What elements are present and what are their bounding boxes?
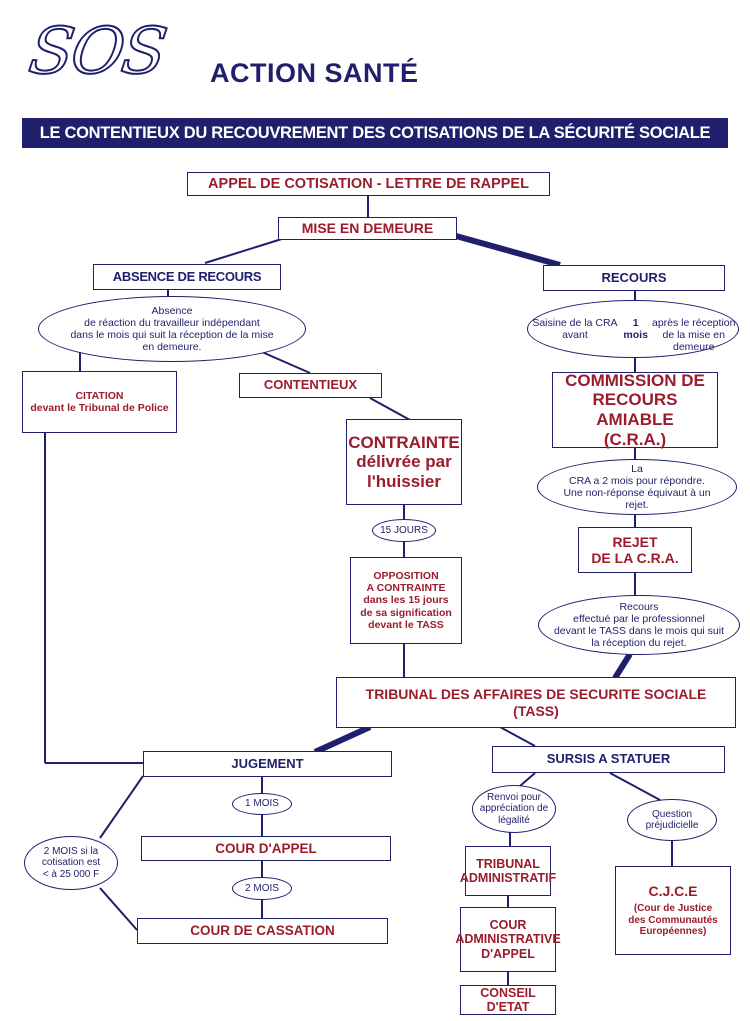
edge-tass-jugement xyxy=(313,724,372,755)
node-tass: TRIBUNAL DES AFFAIRES DE SECURITE SOCIAL… xyxy=(336,677,736,728)
saisine-text-c: après le réception de la mise en demeure xyxy=(651,316,736,354)
saisine-text-a: Saisine de la CRA avant xyxy=(532,316,618,341)
node-mise-en-demeure: MISE EN DEMEURE xyxy=(278,217,457,240)
logo-sos-text: SOS xyxy=(24,14,171,90)
cjce-title: C.J.C.E xyxy=(648,883,698,900)
oval-question-prejudicielle: Question préjudicielle xyxy=(627,799,717,841)
node-tribunal-administratif: TRIBUNAL ADMINISTRATIF xyxy=(460,846,556,896)
node-citation: CITATION devant le Tribunal de Police xyxy=(22,371,177,433)
edge-note-tass xyxy=(612,652,633,680)
edge-mise-absence xyxy=(204,237,286,264)
node-cour-de-cassation: COUR DE CASSATION xyxy=(137,918,388,944)
cjce-subtitle: (Cour de Justice des Communautés Europée… xyxy=(628,903,718,938)
node-conseil-d-etat: CONSEIL D'ETAT xyxy=(460,985,556,1015)
edge-sursis-renvoi xyxy=(519,772,536,787)
edge-sursis-question xyxy=(609,772,661,801)
page-title-banner: LE CONTENTIEUX DU RECOUVREMENT DES COTIS… xyxy=(22,118,728,148)
node-commission-recours-amiable: COMMISSION DE RECOURS AMIABLE (C.R.A.) xyxy=(552,371,718,449)
edge-mise-recours xyxy=(455,233,561,268)
oval-2-mois: 2 MOIS xyxy=(232,877,292,900)
oval-absence-de-reaction: Absence de réaction du travailleur indép… xyxy=(38,296,306,362)
node-cour-administrative-appel: COUR ADMINISTRATIVE D'APPEL xyxy=(455,907,561,972)
oval-15-jours: 15 JOURS xyxy=(372,519,436,542)
node-jugement: JUGEMENT xyxy=(143,751,392,777)
node-cjce: C.J.C.E (Cour de Justice des Communautés… xyxy=(615,866,731,955)
node-absence-de-recours: ABSENCE DE RECOURS xyxy=(93,264,281,290)
node-sursis-a-statuer: SURSIS A STATUER xyxy=(492,746,725,773)
saisine-delay: 1 mois xyxy=(623,316,648,341)
oval-1-mois: 1 MOIS xyxy=(232,793,292,815)
logo: SOS ACTION SANTÉ xyxy=(24,14,450,90)
edge-2moisnote-cassation xyxy=(99,887,138,931)
logo-brand-text: ACTION SANTÉ xyxy=(210,58,419,88)
edge-jugement-2moisnote xyxy=(99,775,144,839)
node-contrainte: CONTRAINTE délivrée par l'huissier xyxy=(346,419,462,505)
edge-oval-contentieux xyxy=(261,351,311,374)
oval-saisine-cra: Saisine de la CRA avant 1 mois après le … xyxy=(527,300,739,358)
node-recours: RECOURS xyxy=(543,265,725,291)
node-opposition-a-contrainte: OPPOSITION A CONTRAINTE dans les 15 jour… xyxy=(350,557,462,644)
node-cour-d-appel: COUR D'APPEL xyxy=(141,836,391,861)
node-rejet-cra: REJET DE LA C.R.A. xyxy=(578,527,692,573)
node-contentieux: CONTENTIEUX xyxy=(239,373,382,398)
edge-contentieux-contrainte xyxy=(369,397,411,421)
oval-renvoi: Renvoi pour appréciation de légalité xyxy=(472,785,556,833)
oval-recours-tass: Recours effectué par le professionnel de… xyxy=(538,595,740,655)
edge-tass-sursis xyxy=(499,726,536,747)
oval-2-mois-cotisation: 2 MOIS si la cotisation est < à 25 000 F xyxy=(24,836,118,890)
oval-cra-delai: La CRA a 2 mois pour répondre. Une non-r… xyxy=(537,459,737,515)
node-appel-de-cotisation: APPEL DE COTISATION - LETTRE DE RAPPEL xyxy=(187,172,550,196)
